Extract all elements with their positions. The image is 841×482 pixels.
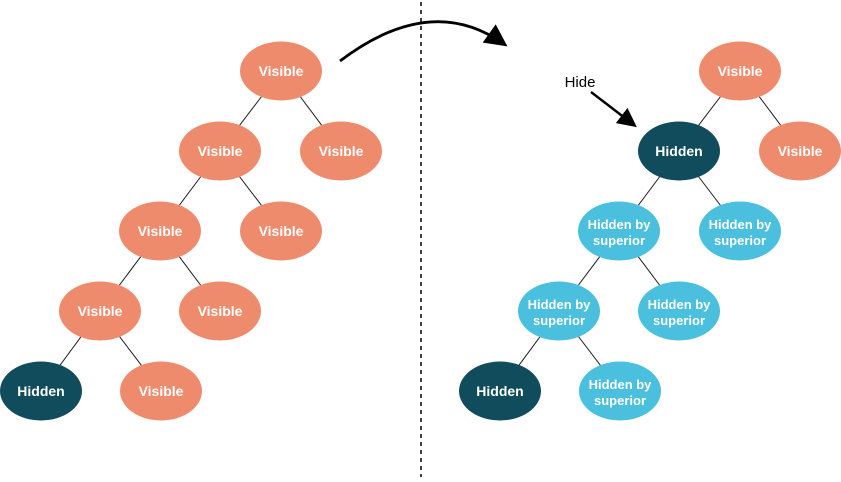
node-label: Visible bbox=[259, 223, 304, 239]
node-hidden-by-superior: Hidden by superior bbox=[518, 281, 600, 341]
tree-before: Visible Visible Visible Visible Visible … bbox=[0, 41, 382, 421]
node-label-line1: Hidden by bbox=[589, 377, 653, 392]
node-visible: Visible bbox=[699, 41, 781, 101]
node-visible: Visible bbox=[179, 121, 261, 181]
node-ellipse bbox=[179, 281, 261, 341]
node-ellipse bbox=[518, 281, 600, 341]
node-hidden: Hidden bbox=[638, 121, 720, 181]
node-ellipse bbox=[240, 201, 322, 261]
node-label-line1: Hidden by bbox=[648, 297, 712, 312]
node-label-line1: Hidden by bbox=[709, 217, 773, 232]
node-label: Visible bbox=[718, 63, 763, 79]
node-label: Hidden bbox=[476, 383, 523, 399]
node-hidden-by-superior: Hidden by superior bbox=[578, 201, 660, 261]
node-visible: Visible bbox=[119, 201, 201, 261]
node-hidden-by-superior: Hidden by superior bbox=[638, 281, 720, 341]
node-visible: Visible bbox=[59, 281, 141, 341]
node-ellipse bbox=[579, 361, 661, 421]
node-label-line2: superior bbox=[714, 233, 766, 248]
node-ellipse bbox=[638, 121, 720, 181]
node-ellipse bbox=[119, 201, 201, 261]
node-label-line2: superior bbox=[653, 313, 705, 328]
node-label: Visible bbox=[78, 303, 123, 319]
node-hidden: Hidden bbox=[459, 361, 541, 421]
node-ellipse bbox=[300, 121, 382, 181]
node-label: Visible bbox=[198, 303, 243, 319]
node-ellipse bbox=[120, 361, 202, 421]
node-label-line2: superior bbox=[594, 393, 646, 408]
node-ellipse bbox=[0, 361, 82, 421]
node-hidden-by-superior: Hidden by superior bbox=[579, 361, 661, 421]
hide-annotation-label: Hide bbox=[565, 74, 596, 91]
node-ellipse bbox=[179, 121, 261, 181]
node-visible: Visible bbox=[300, 121, 382, 181]
node-label-line1: Hidden by bbox=[528, 297, 592, 312]
node-label: Hidden bbox=[17, 383, 64, 399]
node-ellipse bbox=[578, 201, 660, 261]
node-ellipse bbox=[459, 361, 541, 421]
node-label: Visible bbox=[778, 143, 823, 159]
node-label-line1: Hidden by bbox=[588, 217, 652, 232]
node-visible: Visible bbox=[120, 361, 202, 421]
node-ellipse bbox=[59, 281, 141, 341]
node-label: Visible bbox=[198, 143, 243, 159]
node-label: Hidden bbox=[655, 143, 702, 159]
tree-after: Visible Hidden Visible Hidden by superio… bbox=[459, 41, 841, 421]
node-ellipse bbox=[699, 201, 781, 261]
node-visible: Visible bbox=[240, 41, 322, 101]
transform-arrow bbox=[339, 20, 508, 63]
node-label: Visible bbox=[259, 63, 304, 79]
node-label: Visible bbox=[138, 223, 183, 239]
node-ellipse bbox=[240, 41, 322, 101]
node-hidden: Hidden bbox=[0, 361, 82, 421]
node-visible: Visible bbox=[179, 281, 261, 341]
node-visible: Visible bbox=[759, 121, 841, 181]
node-label-line2: superior bbox=[593, 233, 645, 248]
node-label-line2: superior bbox=[533, 313, 585, 328]
node-ellipse bbox=[759, 121, 841, 181]
node-ellipse bbox=[699, 41, 781, 101]
node-label: Visible bbox=[139, 383, 184, 399]
hide-annotation-arrow bbox=[590, 91, 637, 128]
node-hidden-by-superior: Hidden by superior bbox=[699, 201, 781, 261]
node-visible: Visible bbox=[240, 201, 322, 261]
node-label: Visible bbox=[319, 143, 364, 159]
node-ellipse bbox=[638, 281, 720, 341]
